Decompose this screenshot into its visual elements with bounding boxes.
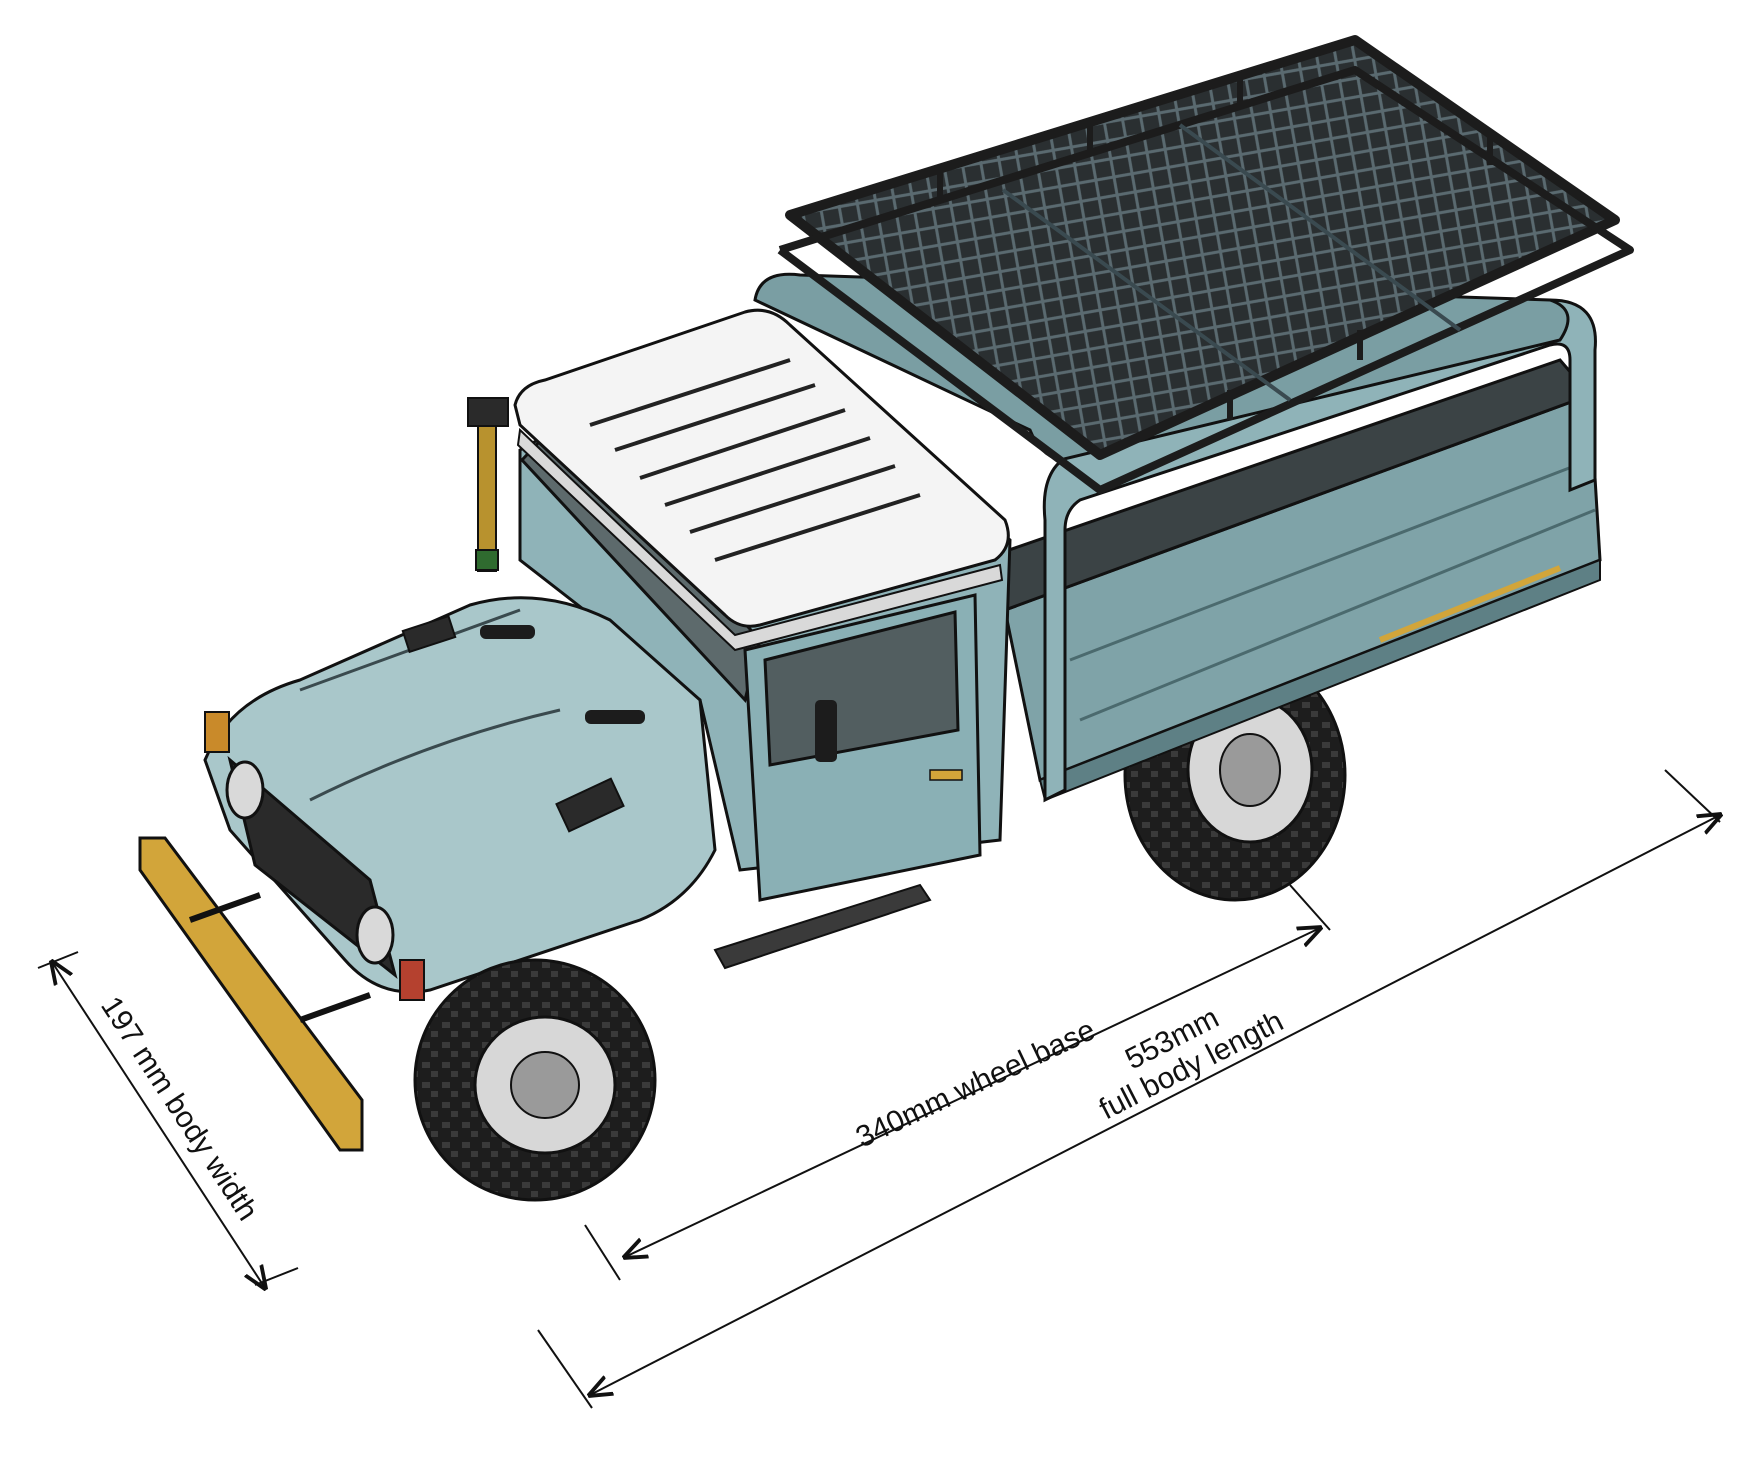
length-extension-left xyxy=(537,1329,593,1409)
cargo-bed xyxy=(977,358,1602,802)
wheelbase-extension-left xyxy=(584,1224,621,1281)
length-dimension-line xyxy=(590,815,1720,1395)
cab-roof xyxy=(513,308,1010,652)
hood xyxy=(203,596,717,994)
width-dimension-line xyxy=(52,962,265,1288)
wheelbase-label: 340mm wheel base xyxy=(851,1013,1100,1154)
front-grille xyxy=(204,711,425,1001)
roof-rack xyxy=(777,35,1634,494)
truck-illustration xyxy=(138,35,1634,1202)
length-dimension: 553mm full body length xyxy=(537,769,1721,1409)
wheelbase-extension-right xyxy=(1289,884,1331,931)
width-label: 197 mm body width xyxy=(94,991,264,1227)
snorkel xyxy=(467,397,509,572)
wheelbase-dimension: 340mm wheel base xyxy=(584,884,1331,1281)
length-extension-right xyxy=(1664,769,1721,823)
front-wheel xyxy=(413,958,657,1202)
width-extension-top xyxy=(37,951,79,969)
